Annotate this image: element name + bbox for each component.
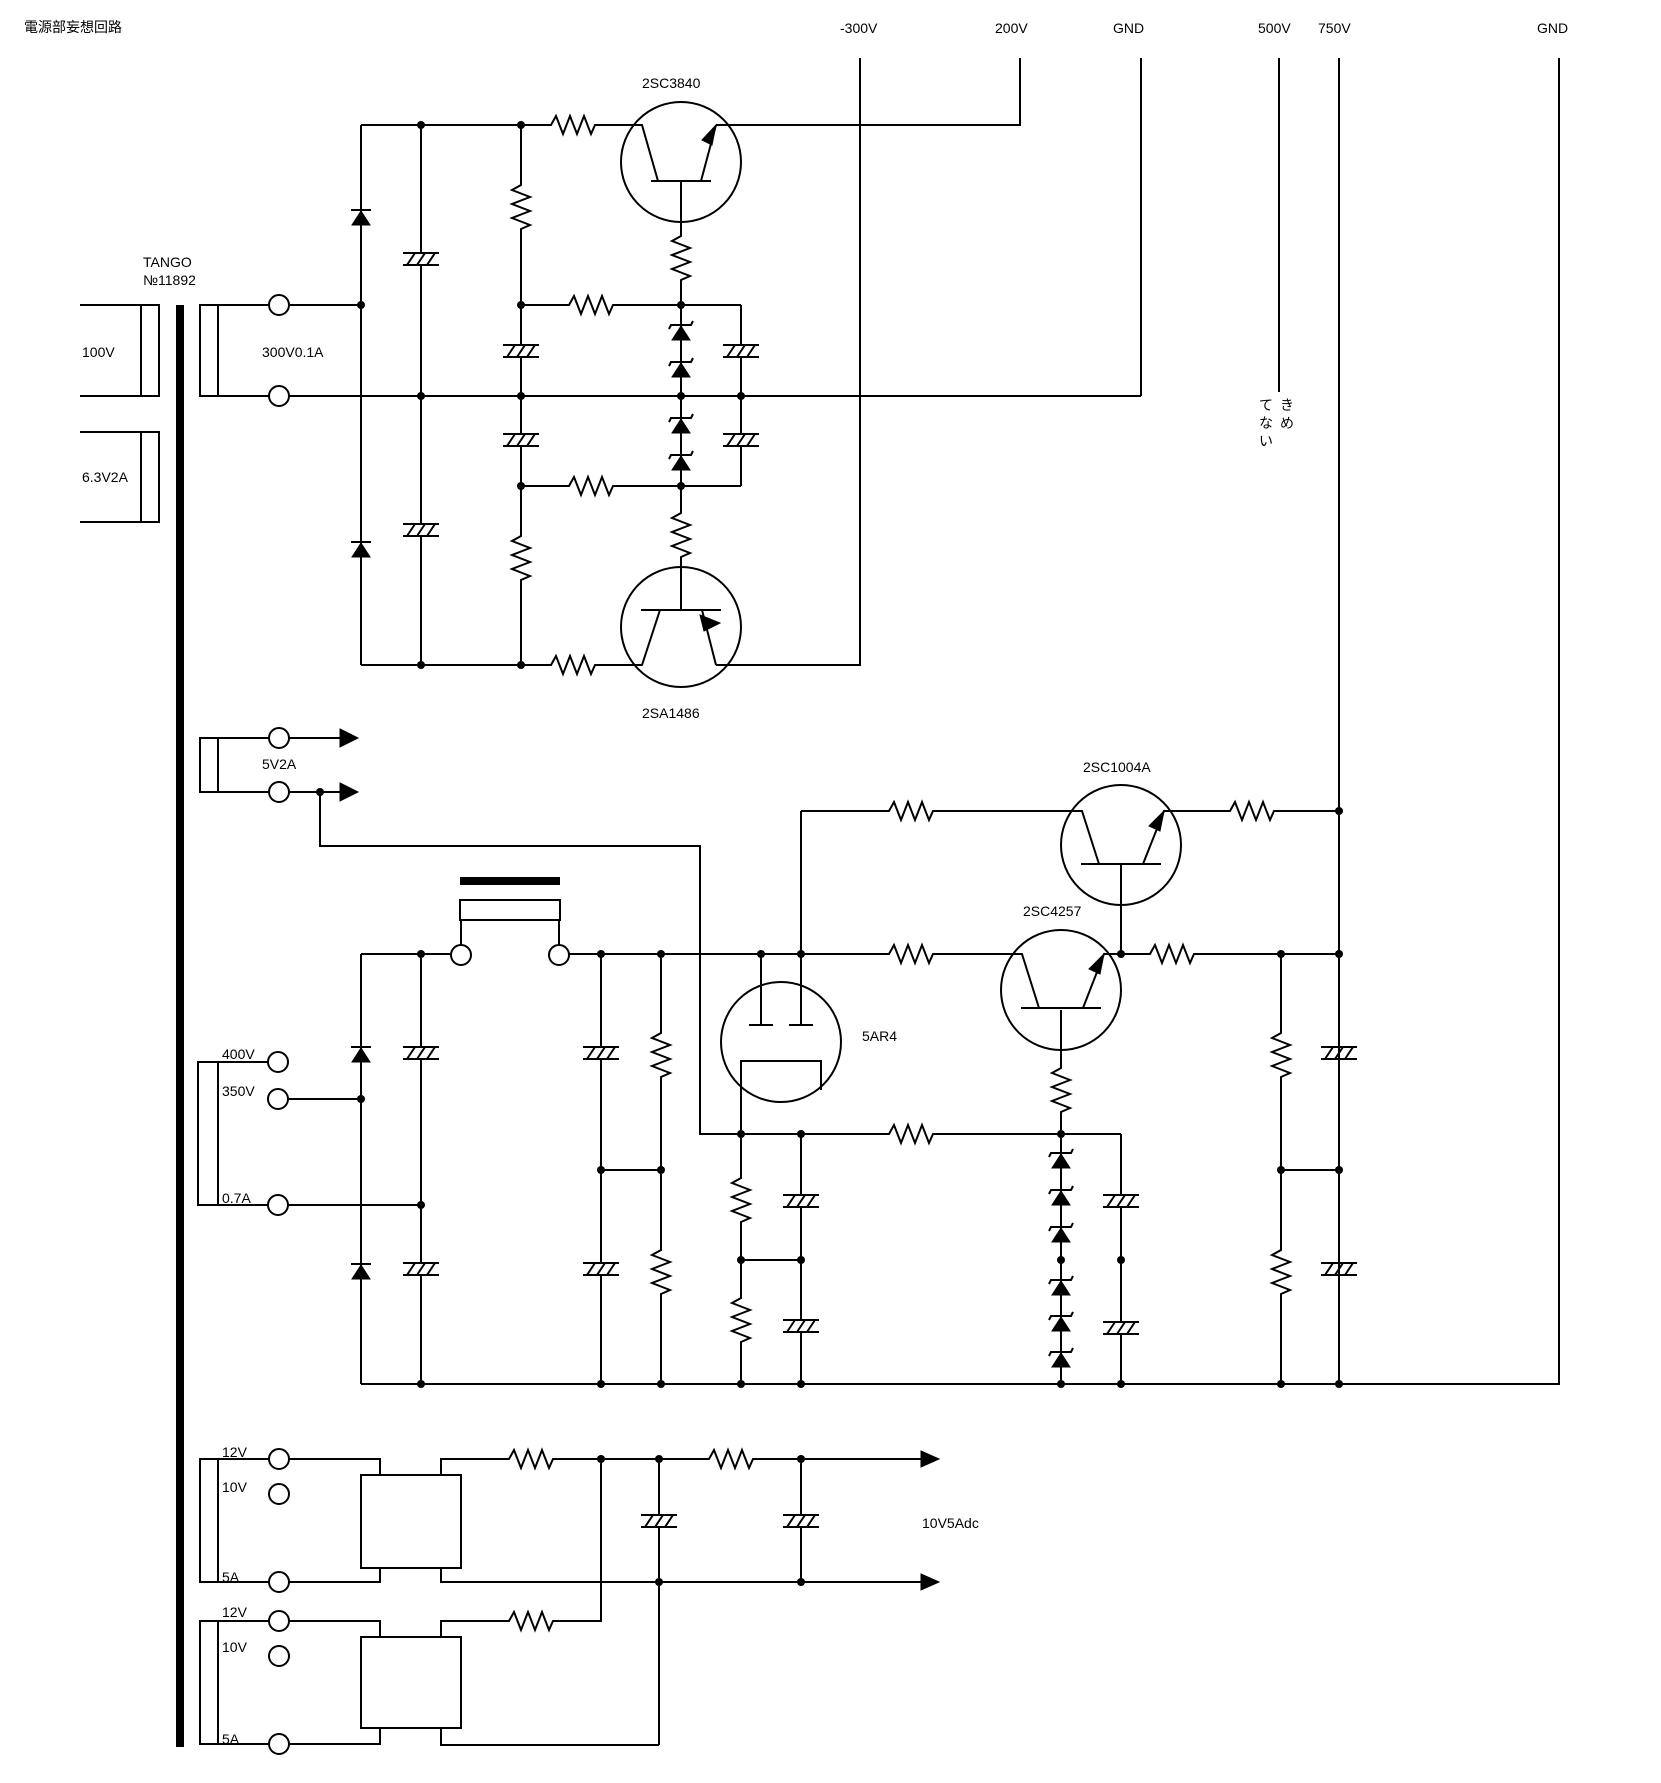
lv-capacitors [640, 1514, 820, 1528]
lv-terminals [268, 1448, 290, 1755]
part-label-q3: 2SC1004A [1083, 759, 1151, 775]
secondary-300v-label: 300V0.1A [262, 344, 324, 360]
transformer-model: №11892 [143, 272, 196, 288]
lv-resistors [500, 1449, 762, 1631]
tap-350v-label: 350V [222, 1083, 255, 1099]
part-label-q1: 2SC3840 [642, 75, 701, 91]
output-label: 10V5Adc [922, 1515, 979, 1531]
vertical-note-char: な [1259, 415, 1273, 431]
transistor-q2 [620, 566, 742, 688]
hv-supply-wiring [278, 810, 1339, 1384]
diagram-title: 電源部妄想回路 [24, 19, 122, 35]
tap-10v-label: 10V [222, 1639, 248, 1655]
vertical-note-char: き [1280, 397, 1294, 413]
rail-label-neg300: -300V [840, 20, 878, 36]
hv-junction-dots [357, 807, 1343, 1388]
transformer-maker: TANGO [143, 254, 192, 270]
primary-label: 100V [82, 344, 115, 360]
heater-label: 6.3V2A [82, 469, 129, 485]
transformer [80, 304, 270, 1747]
vertical-note-char: め [1280, 415, 1294, 431]
filament-supply [268, 727, 741, 1135]
bias-supply-wiring [289, 58, 1560, 1385]
hv-terminals [267, 1051, 289, 1216]
tap-400v-label: 400V [222, 1046, 255, 1062]
rail-label-200v: 200V [995, 20, 1028, 36]
transistor-q1 [620, 101, 742, 223]
rail-label-750v: 750V [1318, 20, 1351, 36]
tap-12v-label: 12V [222, 1604, 248, 1620]
tap-07a-label: 0.7A [222, 1190, 251, 1206]
rail-label-gnd-2: GND [1537, 20, 1568, 36]
hv-capacitors [402, 1046, 1358, 1335]
lv-supply-wiring [289, 1450, 941, 1746]
tap-10v-label: 10V [222, 1479, 248, 1495]
vertical-note-char: い [1259, 433, 1273, 449]
vertical-note-char: て [1259, 397, 1273, 413]
transistor-q3 [1060, 784, 1182, 906]
rectifier-tube-5ar4 [720, 981, 842, 1103]
hv-resistors [651, 801, 1291, 1351]
tap-12v-label: 12V [222, 1444, 248, 1460]
part-label-rectifier: 5AR4 [862, 1028, 897, 1044]
transistor-q4 [1000, 929, 1122, 1051]
part-label-q4: 2SC4257 [1023, 903, 1082, 919]
bias-junction-dots [357, 121, 745, 669]
secondary-5v-label: 5V2A [262, 756, 297, 772]
part-label-q2: 2SA1486 [642, 705, 700, 721]
rail-label-500v: 500V [1258, 20, 1291, 36]
lv-junction-dots [597, 1455, 805, 1586]
rail-label-gnd: GND [1113, 20, 1144, 36]
